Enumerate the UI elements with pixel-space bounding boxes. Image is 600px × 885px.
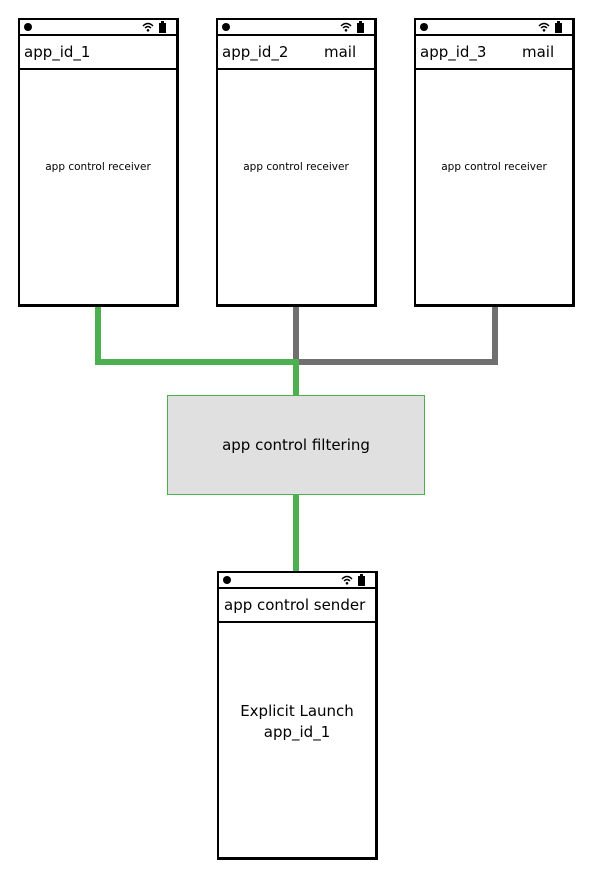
battery-icon (358, 574, 365, 586)
app-id-label: app_id_2 (222, 43, 289, 61)
wire-receiver-3-horizontal (299, 359, 498, 365)
receiver-phone-3: app_id_3 mail app control receiver (414, 18, 575, 307)
wifi-icon (340, 22, 352, 32)
wifi-icon (142, 22, 154, 32)
camera-dot-icon (223, 576, 231, 584)
wire-receiver-1-down (95, 305, 101, 365)
title-bar: app_id_3 mail (416, 36, 572, 70)
app-category-label: mail (324, 43, 357, 61)
filter-label: app control filtering (222, 436, 370, 454)
app-category-label: mail (522, 43, 555, 61)
sender-title: app control sender (224, 596, 366, 614)
camera-dot-icon (24, 23, 32, 31)
receiver-body-text: app control receiver (243, 161, 349, 173)
app-id-label: app_id_1 (24, 43, 91, 61)
receiver-phone-1: app_id_1 app control receiver (18, 18, 179, 307)
wifi-icon (341, 575, 353, 585)
title-bar: app_id_1 (20, 36, 176, 70)
status-bar (20, 20, 176, 36)
camera-dot-icon (420, 23, 428, 31)
status-bar (219, 573, 375, 589)
title-bar: app control sender (219, 589, 375, 623)
title-bar: app_id_2 mail (218, 36, 374, 70)
app-id-label: app_id_3 (420, 43, 487, 61)
wire-receiver-1-horizontal (95, 359, 300, 365)
receiver-body-text: app control receiver (441, 161, 547, 173)
wire-filter-in (293, 359, 299, 396)
status-bar (416, 20, 572, 36)
sender-line-2: app_id_1 (263, 723, 331, 741)
receiver-body-text: app control receiver (45, 161, 151, 173)
wire-receiver-2-down (293, 305, 299, 365)
battery-icon (357, 21, 364, 33)
battery-icon (159, 21, 166, 33)
wire-sender-to-filter (293, 494, 299, 572)
sender-line-1: Explicit Launch (240, 702, 354, 720)
wire-receiver-3-down (492, 305, 498, 365)
status-bar (218, 20, 374, 36)
camera-dot-icon (222, 23, 230, 31)
sender-body-text: Explicit Launch app_id_1 (219, 701, 375, 743)
wifi-icon (538, 22, 550, 32)
app-control-filter-box: app control filtering (167, 395, 425, 495)
battery-icon (555, 21, 562, 33)
receiver-phone-2: app_id_2 mail app control receiver (216, 18, 377, 307)
sender-phone: app control sender Explicit Launch app_i… (217, 571, 378, 860)
